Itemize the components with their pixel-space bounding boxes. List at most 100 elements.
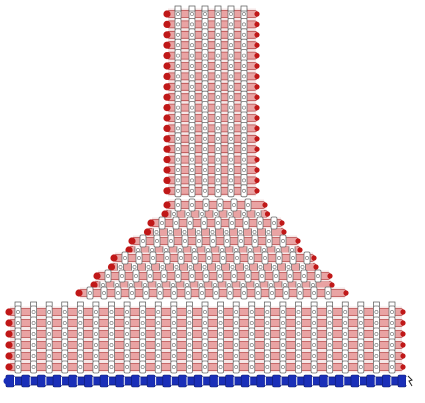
tube-end-cap-right (254, 115, 260, 121)
clip-body (202, 198, 210, 212)
clip-screw (187, 343, 192, 347)
clip-screw (265, 332, 270, 336)
clip-body (217, 338, 224, 352)
clip-body (357, 338, 365, 352)
tube-end-cap-left (163, 166, 171, 174)
tube-clip (174, 173, 182, 187)
base-tube (5, 338, 406, 352)
tube-clip (86, 286, 94, 300)
tube-clip (61, 360, 69, 374)
clip-screw (31, 321, 36, 325)
clip-body (30, 349, 37, 363)
clip-screw (116, 291, 120, 295)
tube-clip (227, 184, 235, 198)
clip-screw (258, 221, 262, 225)
clip-screw (16, 310, 20, 314)
tube-clip (92, 338, 100, 352)
clip-screw (229, 95, 233, 100)
clip-screw (312, 321, 316, 325)
clip-body (154, 338, 162, 352)
clip-screw (190, 32, 194, 37)
clip-body (92, 360, 100, 374)
base-pipe-segment (272, 374, 281, 388)
clip-screw (211, 239, 215, 243)
clip-screw (109, 332, 114, 336)
clip-screw (390, 365, 394, 369)
tube-clip (45, 305, 53, 319)
tube-clip (232, 349, 240, 363)
tube-clip (212, 286, 220, 300)
clip-screw (272, 221, 276, 225)
clip-screw (210, 230, 215, 234)
tube-clip (263, 349, 271, 363)
tube-end-cap-left (163, 104, 171, 112)
tube-clip (232, 360, 240, 374)
clip-screw (229, 147, 233, 152)
clip-screw (171, 332, 176, 336)
clip-body (142, 286, 150, 300)
tube-clip (14, 360, 22, 374)
clip-body (14, 305, 22, 319)
clip-screw (274, 274, 278, 278)
top-fitting (214, 5, 222, 12)
clip-screw (343, 321, 348, 325)
tube-end-cap-left (75, 289, 83, 297)
clip-screw (296, 332, 301, 336)
clip-screw (94, 365, 98, 369)
clip-screw (216, 95, 220, 100)
clip-body (341, 338, 349, 352)
clip-screw (186, 291, 190, 295)
clip-screw (249, 365, 254, 369)
clip-screw (203, 310, 207, 314)
tube-clip (296, 286, 304, 300)
clip-body (170, 286, 178, 300)
clip-screw (374, 365, 379, 369)
clip-body (170, 327, 178, 341)
clip-body (14, 360, 22, 374)
clip-screw (296, 343, 301, 347)
tube-clip (216, 269, 224, 283)
clip-body (279, 360, 287, 374)
clip-body (177, 251, 185, 265)
tube-clip (186, 316, 193, 330)
clip-screw (190, 126, 194, 131)
clip-screw (312, 343, 316, 347)
clip-screw (62, 310, 67, 314)
tube-clip (201, 59, 209, 73)
tube-end-cap-left (163, 31, 171, 39)
stem-tube (163, 173, 260, 187)
clip-body (188, 198, 196, 212)
clip-body (233, 251, 241, 265)
tube-clip (216, 198, 224, 212)
tube-clip (248, 338, 256, 352)
base-pipe-segment (146, 374, 156, 388)
clip-body (300, 269, 308, 283)
clip-body (326, 305, 334, 319)
tube-clip (219, 251, 227, 265)
tube-clip (154, 305, 162, 319)
clip-screw (156, 310, 161, 314)
clip-screw (242, 212, 246, 216)
tube-end-cap-right (400, 353, 406, 359)
base-pipe-segment (68, 374, 78, 388)
clip-screw (216, 126, 220, 131)
clip-screw (242, 105, 246, 110)
clip-body (123, 316, 131, 330)
tube-clip (30, 349, 37, 363)
clip-screw (242, 84, 246, 89)
clip-screw (229, 74, 233, 79)
clip-screw (265, 365, 270, 369)
clip-screw (281, 239, 285, 243)
tube-clip (30, 338, 37, 352)
base-pipe-segment (131, 374, 140, 388)
clip-screw (176, 43, 180, 48)
tube-clip (341, 305, 349, 319)
tube-clip (153, 234, 161, 248)
tube-clip (341, 360, 349, 374)
clip-screw (202, 221, 206, 225)
clip-body (86, 286, 94, 300)
clip-body (186, 349, 193, 363)
clip-screw (234, 343, 239, 347)
tube-clip (240, 101, 248, 114)
tube-clip (279, 338, 287, 352)
